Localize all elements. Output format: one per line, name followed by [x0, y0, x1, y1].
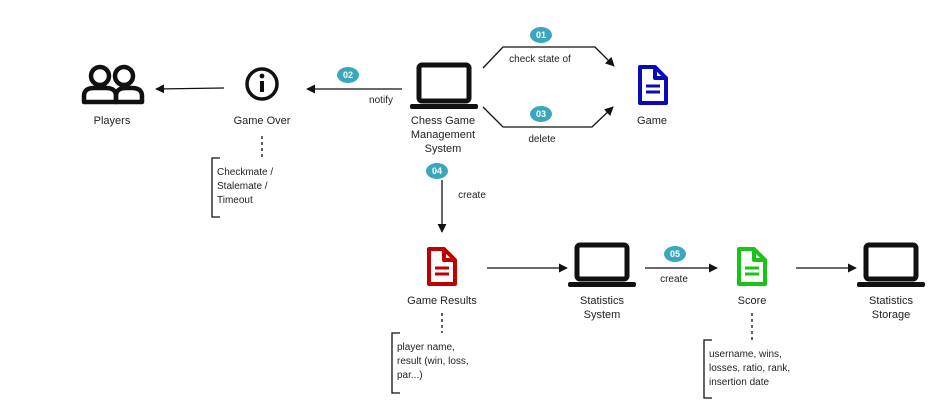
- edge-notify: notify: [306, 84, 402, 106]
- laptop-icon: [410, 62, 478, 109]
- score-note-line-2: losses, ratio, rank,: [709, 363, 790, 374]
- game-over-note-line-2: Stalemate /: [217, 181, 268, 192]
- game-node[interactable]: Game: [637, 65, 668, 127]
- score-note: username, wins, losses, ratio, rank, ins…: [703, 313, 790, 399]
- edge-create-score-label: create: [660, 274, 688, 285]
- game-over-note: Checkmate / Stalemate / Timeout: [211, 136, 273, 218]
- step-badge-03: 03: [530, 106, 552, 122]
- game-results-note-line-2: result (win, loss,: [397, 356, 469, 367]
- game-results-note-line-3: par...): [397, 370, 423, 381]
- stats-system-label-line-2: System: [584, 309, 621, 321]
- score-label: Score: [738, 295, 767, 307]
- info-icon: [245, 67, 279, 101]
- game-over-node[interactable]: Game Over: [234, 67, 291, 127]
- edge-create-results: create: [437, 180, 486, 233]
- game-results-node[interactable]: Game Results: [407, 247, 477, 307]
- score-node[interactable]: Score: [737, 247, 767, 307]
- step-badge-01: 01: [530, 27, 552, 43]
- edge-create-score: create: [645, 263, 718, 285]
- stats-system-node[interactable]: Statistics System: [568, 242, 636, 321]
- edge-check-state: check state of: [482, 46, 615, 69]
- step-badge-05: 05: [664, 246, 686, 262]
- cgms-label-line-3: System: [425, 143, 462, 155]
- edge-gameover-to-players: [155, 84, 225, 94]
- score-note-line-3: insertion date: [709, 377, 769, 388]
- step-03-text: 03: [536, 109, 546, 119]
- users-icon: [81, 64, 145, 105]
- document-icon: [427, 247, 457, 286]
- laptop-icon: [568, 242, 636, 287]
- step-05-text: 05: [670, 249, 680, 259]
- edge-create-results-label: create: [458, 190, 486, 201]
- cgms-label-line-2: Management: [411, 129, 475, 141]
- step-01-text: 01: [536, 30, 546, 40]
- game-over-label: Game Over: [234, 115, 291, 127]
- cgms-label-line-1: Chess Game: [411, 115, 475, 127]
- players-node[interactable]: Players: [81, 64, 145, 127]
- edge-delete: delete: [482, 106, 614, 145]
- edge-notify-label: notify: [369, 95, 393, 106]
- cgms-node[interactable]: Chess Game Management System: [410, 62, 478, 155]
- game-over-note-line-3: Timeout: [217, 195, 253, 206]
- laptop-icon: [857, 242, 925, 287]
- game-results-note-line-1: player name,: [397, 342, 455, 353]
- edge-delete-label: delete: [528, 134, 556, 145]
- step-02-text: 02: [343, 70, 353, 80]
- game-over-note-line-1: Checkmate /: [217, 167, 273, 178]
- edge-check-state-label: check state of: [509, 54, 571, 65]
- step-badge-04: 04: [426, 163, 448, 179]
- step-badge-02: 02: [337, 67, 359, 83]
- players-label: Players: [94, 115, 131, 127]
- game-label: Game: [637, 115, 667, 127]
- stats-storage-label-line-1: Statistics: [869, 295, 914, 307]
- document-icon: [737, 247, 767, 286]
- score-note-line-1: username, wins,: [709, 349, 782, 360]
- stats-system-label-line-1: Statistics: [580, 295, 625, 307]
- document-icon: [638, 65, 668, 105]
- game-results-label: Game Results: [407, 295, 477, 307]
- stats-storage-label-line-2: Storage: [872, 309, 911, 321]
- stats-storage-node[interactable]: Statistics Storage: [857, 242, 925, 321]
- game-results-note: player name, result (win, loss, par...): [391, 313, 469, 394]
- step-04-text: 04: [432, 166, 442, 176]
